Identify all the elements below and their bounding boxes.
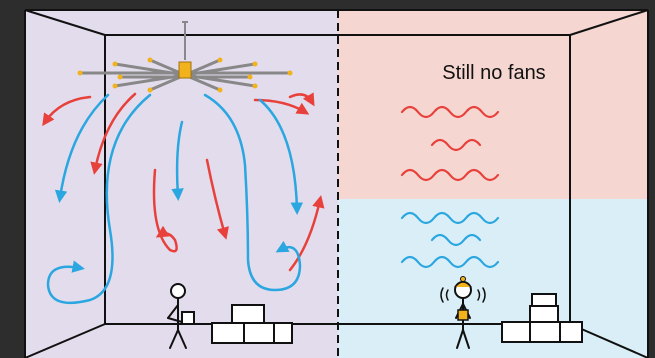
right-panel-label: Still no fans: [340, 62, 648, 85]
right-warm-zone: [338, 9, 648, 199]
left-room-panel: [25, 9, 338, 358]
